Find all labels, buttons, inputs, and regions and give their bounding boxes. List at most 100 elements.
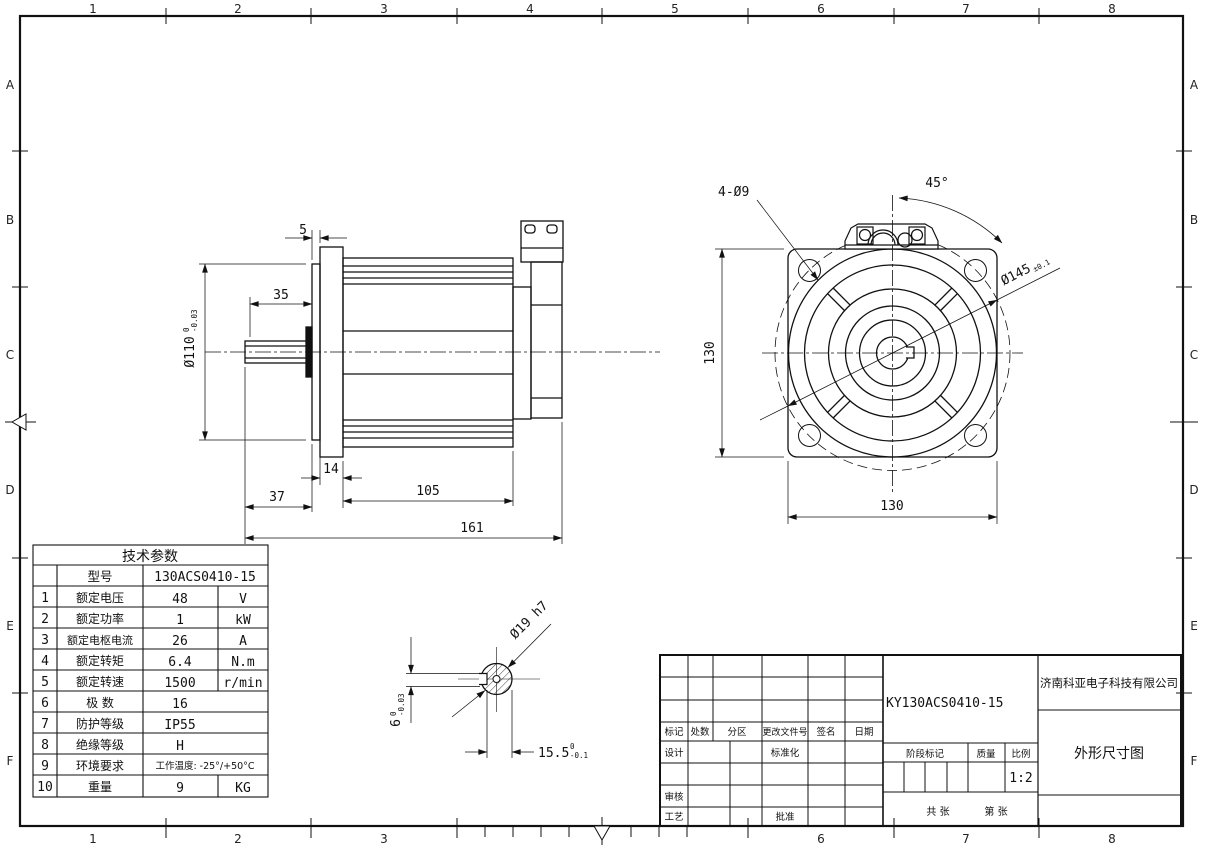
rev-header-zone: 分区: [727, 727, 747, 738]
svg-text:2: 2: [41, 612, 49, 627]
side-view-dimensions: [199, 230, 563, 544]
svg-text:防护等级: 防护等级: [76, 716, 124, 731]
dim-45deg-label: 45°: [925, 176, 948, 191]
svg-text:6: 6: [389, 719, 404, 727]
svg-text:Ø145: Ø145: [999, 261, 1034, 289]
zone-bottom-2: 2: [234, 832, 242, 846]
dim-110-label: Ø110 0 -0.03: [182, 309, 199, 367]
rev-header-date: 日期: [854, 727, 873, 738]
svg-text:IP55: IP55: [164, 718, 195, 733]
zone-top-7: 7: [962, 2, 970, 16]
svg-text:r/min: r/min: [223, 676, 262, 691]
dim-holes-label: 4-Ø9: [718, 185, 749, 200]
svg-text:1: 1: [41, 591, 49, 606]
motor-side-view: 5 35 Ø110 0 -0.03 14 37 105 161: [182, 220, 660, 544]
svg-text:16: 16: [172, 697, 188, 712]
zone-bottom-1: 1: [89, 832, 97, 846]
svg-text:Ø110: Ø110: [183, 336, 198, 367]
zone-top-5: 5: [671, 2, 679, 16]
process-label: 工艺: [664, 812, 683, 823]
svg-text:7: 7: [41, 717, 49, 732]
drawing-number: KY130ACS0410-15: [886, 696, 1003, 711]
zone-top-2: 2: [234, 2, 242, 16]
param-row: 9 环境要求 工作温度: -25°/+50°C: [41, 758, 255, 774]
dim-37-label: 37: [269, 490, 285, 505]
param-row: 1 额定电压 48 V: [41, 590, 247, 607]
svg-text:额定电压: 额定电压: [76, 590, 124, 605]
svg-text:环境要求: 环境要求: [76, 758, 124, 773]
zone-bottom-7: 7: [962, 832, 970, 846]
svg-text:0: 0: [182, 327, 191, 332]
dim-161-label: 161: [460, 521, 483, 536]
rev-header-mark: 标记: [664, 726, 684, 738]
check-label: 审核: [664, 791, 684, 803]
shaft-section-detail: Ø19 h7 15.5 0 -0.1 6 0 -0.03: [389, 598, 588, 761]
dim-155-tol-bot: -0.1: [570, 751, 588, 760]
svg-text:±0.1: ±0.1: [1031, 257, 1051, 273]
zone-left-b: B: [6, 213, 14, 227]
dim-19h7-label: Ø19 h7: [507, 598, 551, 642]
svg-text:绝缘等级: 绝缘等级: [76, 737, 124, 752]
approve-label: 批准: [775, 811, 795, 823]
zone-left-f: F: [7, 754, 14, 768]
param-row: 7 防护等级 IP55: [41, 716, 196, 733]
dim-14-label: 14: [323, 462, 339, 477]
detail-dimensions: [406, 623, 552, 758]
param-row: 3 额定电枢电流 26 A: [41, 633, 247, 649]
svg-text:H: H: [176, 739, 184, 754]
svg-text:极 数: 极 数: [86, 695, 114, 710]
svg-text:工作温度: -25°/+50°C: 工作温度: -25°/+50°C: [155, 760, 254, 772]
zone-left-d: D: [5, 483, 14, 497]
zone-right-d: D: [1189, 483, 1198, 497]
company-name: 济南科亚电子科技有限公司: [1040, 676, 1178, 690]
total-sheets-label: 共 张: [926, 806, 949, 818]
svg-text:1: 1: [176, 613, 184, 628]
param-row: 5 额定转速 1500 r/min: [41, 674, 262, 691]
zone-top-6: 6: [817, 2, 825, 16]
zone-right-e: E: [1190, 619, 1198, 633]
svg-text:26: 26: [172, 634, 188, 649]
svg-text:3: 3: [41, 633, 49, 648]
svg-text:130: 130: [703, 341, 718, 364]
svg-text:A: A: [239, 634, 247, 649]
sheet-frame: [5, 8, 1198, 845]
dim-6-label: 6 0 -0.03: [389, 693, 406, 726]
param-row: 8 绝缘等级 H: [41, 737, 184, 754]
zone-bottom-6: 6: [817, 832, 825, 846]
dim-155-label: 15.5: [538, 746, 569, 761]
svg-text:重量: 重量: [88, 780, 112, 794]
zone-left-c: C: [6, 348, 14, 362]
zone-right-f: F: [1191, 754, 1198, 768]
zone-top-4: 4: [526, 2, 534, 16]
dim-5-label: 5: [299, 223, 307, 238]
design-label: 设计: [664, 747, 684, 759]
svg-text:5: 5: [41, 675, 49, 690]
param-row: 10 重量 9 KG: [37, 780, 251, 796]
dim-130h-label: 130: [880, 499, 903, 514]
dim-130v-label: 130: [703, 341, 718, 364]
rev-header-docno: 更改文件号: [762, 726, 807, 738]
svg-text:1500: 1500: [164, 676, 195, 691]
param-row: 6 极 数 16: [41, 695, 188, 712]
svg-text:-0.03: -0.03: [190, 309, 199, 332]
svg-text:6: 6: [41, 696, 49, 711]
svg-text:Ø19 h7: Ø19 h7: [507, 598, 551, 642]
svg-text:额定转速: 额定转速: [76, 674, 124, 689]
zone-bottom-3: 3: [380, 832, 388, 846]
drawing-title: 外形尺寸图: [1074, 746, 1144, 762]
scale-label: 比例: [1011, 748, 1030, 760]
zone-right-a: A: [1190, 78, 1199, 92]
title-block: 标记 处数 分区 更改文件号 签名 日期 设计 标准化 审核 工艺 批准 KY1…: [659, 654, 1182, 827]
svg-text:额定功率: 额定功率: [76, 611, 124, 626]
parameter-table: 技术参数 型号 130ACS0410-15 1 额定电压 48 V 2 额定功率…: [32, 544, 269, 798]
svg-text:额定电枢电流: 额定电枢电流: [67, 633, 133, 647]
weight-label: 质量: [976, 748, 996, 760]
param-model-label: 型号: [87, 569, 112, 584]
dim-105-label: 105: [416, 484, 439, 499]
svg-text:-0.03: -0.03: [397, 693, 406, 716]
svg-text:N.m: N.m: [231, 655, 255, 670]
zone-top-1: 1: [89, 2, 97, 16]
svg-text:9: 9: [176, 781, 184, 796]
